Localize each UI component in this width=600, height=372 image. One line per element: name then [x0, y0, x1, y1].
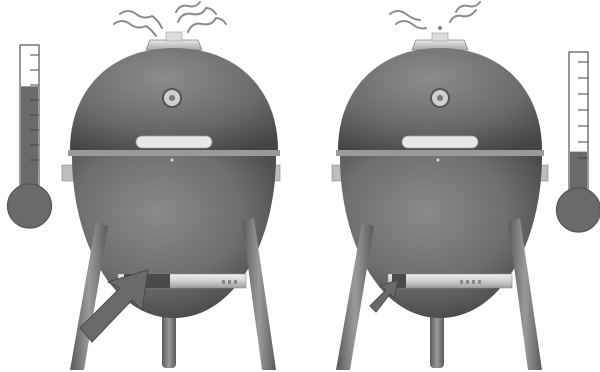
smoke-wisp: [396, 21, 426, 29]
grill-leg-front-left: [336, 222, 374, 370]
right-panel: [332, 2, 600, 370]
gauge-center: [437, 95, 443, 101]
smoke-wisps-right: [390, 2, 480, 29]
vent-knob: [438, 26, 442, 30]
airflow-arrow-right: [370, 280, 398, 312]
body-rivet: [171, 159, 174, 162]
smoke-wisp: [114, 21, 156, 36]
smoke-wisp: [176, 2, 200, 12]
body-rivet: [437, 159, 440, 162]
thermometer-bulb: [557, 188, 600, 232]
thermometer-fill: [21, 86, 38, 190]
smoke-wisp: [178, 8, 216, 22]
lid-seam-band: [336, 150, 544, 156]
smoke-wisp: [390, 11, 420, 20]
lid-handle: [402, 136, 478, 148]
lid-seam-band: [68, 150, 280, 156]
thermometer-fill: [570, 152, 587, 190]
smoke-wisps-left: [114, 2, 226, 36]
bottom-vent-band: [388, 274, 512, 288]
left-panel: [8, 2, 281, 370]
smoke-wisp: [120, 11, 162, 28]
lid-handle: [136, 136, 212, 148]
gauge-center: [169, 95, 175, 101]
thermometer-bulb: [8, 184, 52, 228]
smoke-wisp: [188, 18, 226, 32]
thermometer-right: [557, 52, 600, 232]
top-vent-cap: [166, 32, 182, 41]
bottom-vent-slots: [222, 280, 237, 284]
smoke-wisp: [450, 10, 476, 22]
top-vent-cap: [432, 33, 448, 41]
thermometer-left: [8, 45, 52, 228]
